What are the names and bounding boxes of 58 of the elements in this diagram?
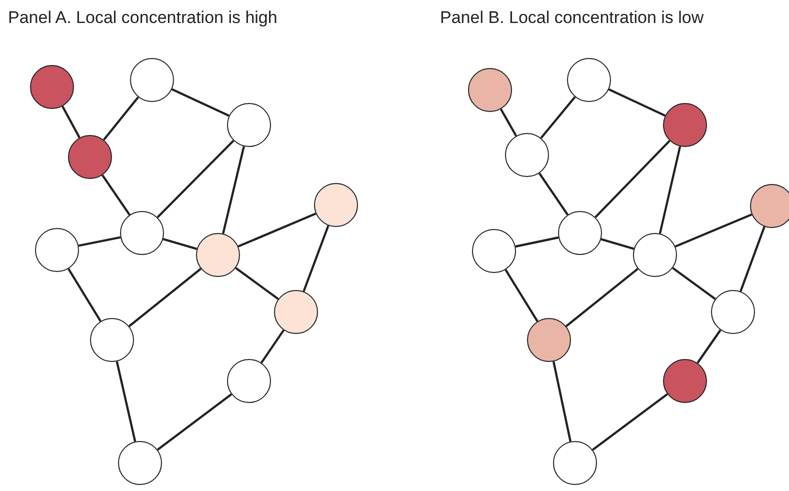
graph-edge — [116, 361, 136, 442]
graph-node-circle — [68, 135, 112, 179]
graph-edge — [658, 146, 682, 234]
graph-edge — [156, 393, 232, 451]
graph-node-circle — [527, 318, 571, 362]
graph-node-circle — [472, 229, 516, 273]
graph-node-circle — [90, 318, 134, 362]
graph-node-circle — [468, 68, 512, 112]
graph-edge — [156, 140, 234, 218]
graph-edge — [302, 225, 330, 292]
graph-node-circle — [553, 441, 597, 485]
graph-edge — [672, 267, 716, 300]
graph-node-circle — [567, 58, 611, 102]
graph-edge — [515, 236, 559, 248]
graph-edge — [674, 213, 752, 248]
graph-edge — [696, 329, 722, 364]
graph-edge — [600, 238, 634, 250]
graph-node-circle — [663, 103, 707, 147]
graph-edge — [162, 238, 198, 250]
graph-edge — [500, 108, 518, 136]
graph-edge — [260, 330, 285, 364]
graph-edge — [594, 140, 670, 218]
graph-node-circle — [227, 359, 271, 403]
graph-node-circle — [227, 103, 271, 147]
graph-edge — [102, 96, 140, 141]
graph-node-circle — [558, 211, 602, 255]
graph-edge — [504, 269, 538, 322]
graph-node-circle — [30, 65, 74, 109]
graph-edge — [128, 268, 202, 328]
graph-node-circle — [120, 211, 164, 255]
graph-node-circle — [196, 233, 240, 277]
graph-node-circle — [314, 183, 358, 227]
graph-edge — [238, 212, 316, 248]
panel-title: Panel B. Local concentration is low — [440, 8, 704, 28]
graph-node-circle — [505, 133, 549, 177]
graph-edge — [565, 268, 639, 328]
graph-edge — [172, 88, 230, 117]
graph-edge — [78, 236, 121, 247]
graph-node-circle — [130, 58, 174, 102]
graph-edge — [68, 268, 102, 322]
graph-edge — [608, 88, 666, 117]
graph-edge — [552, 361, 572, 442]
graph-node-circle — [633, 233, 677, 277]
graph-node-circle — [118, 441, 162, 485]
graph-edge — [740, 226, 766, 292]
graph-edge — [540, 96, 576, 139]
graph-edge — [235, 267, 279, 300]
graph-edge — [222, 146, 245, 234]
graph-edge — [102, 174, 130, 216]
panel-title: Panel A. Local concentration is high — [8, 8, 278, 28]
graph-node-circle — [274, 290, 318, 334]
graph-node-circle — [750, 184, 789, 228]
graph-edge — [62, 106, 80, 138]
graph-node-circle — [711, 290, 755, 334]
graph-node-circle — [663, 359, 707, 403]
graph-edge — [538, 172, 569, 216]
graph-edge — [592, 393, 668, 451]
graph-node-circle — [35, 228, 79, 272]
